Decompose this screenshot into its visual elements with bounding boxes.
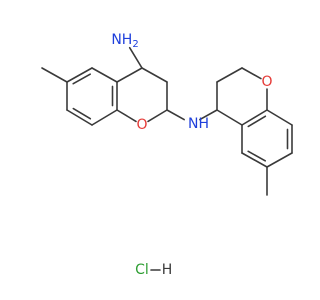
- bond-a_s2-a_d4: [216, 109, 243, 126]
- atom-label-a_n2: NH: [188, 116, 209, 132]
- bond-layer: [41, 46, 293, 271]
- bond-a_c2-a_o1: [147, 109, 168, 123]
- bond-a_o1-a_r4: [116, 109, 137, 123]
- bond-a_r2-a_r3: [91, 67, 118, 83]
- bond-a_s5-a_s6: [241, 152, 268, 168]
- bond-inner-a_r5-a_r6: [72, 107, 92, 120]
- atom-label-a_o2: O: [261, 74, 272, 90]
- bond-inner-a_s5-a_s6: [247, 150, 267, 162]
- atom-label-a_n1: NH2: [111, 32, 138, 50]
- atom-label-a_cl: Cl: [135, 262, 149, 278]
- atom-label-a_h: H: [162, 262, 173, 278]
- bond-a_c4-a_n1: [128, 46, 143, 69]
- bond-a_s1-a_s3: [266, 109, 293, 126]
- bond-a_n2-a_d4: [199, 109, 218, 121]
- bond-a_d2-a_o2: [241, 67, 262, 80]
- bond-a_r3-a_c4: [116, 67, 143, 83]
- bond-inner-a_s1-a_s2: [247, 115, 267, 128]
- bond-a_s1-a_s2: [241, 109, 268, 126]
- bond-a_r5-a_r6: [66, 109, 93, 126]
- bond-a_r4-a_r5: [91, 109, 118, 126]
- atom-label-a_o1: O: [136, 117, 147, 133]
- bond-a_c4-a_c3: [141, 67, 168, 83]
- bond-a_r1-a_r2: [66, 67, 93, 83]
- bond-a_d3-a_d2: [216, 67, 243, 83]
- bond-inner-a_r1-a_r2: [72, 73, 91, 85]
- bond-a_c2-a_n2: [166, 109, 185, 121]
- bond-a_me1-a_r1: [41, 67, 68, 83]
- bond-a_s4-a_s5: [266, 152, 293, 168]
